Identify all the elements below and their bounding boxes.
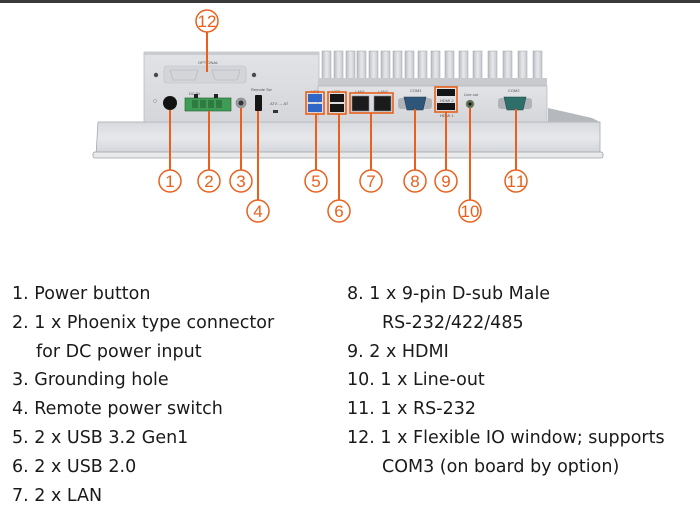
callout-circle-1 (158, 169, 182, 193)
top-border (0, 0, 700, 3)
callout-circle-7 (359, 169, 383, 193)
atx-at-label: ATX ↔ AT (270, 101, 289, 106)
callout-circle-5 (304, 169, 328, 193)
legend-item-text: 1 x Line-out (380, 370, 485, 391)
legend-item-number: 12. (347, 427, 381, 448)
legend-item: 1. Power button (12, 280, 274, 309)
callout-number-8: 8 (410, 172, 419, 191)
legend-item: 2. 1 x Phoenix type connector (12, 309, 274, 338)
panel-bezel (92, 108, 604, 159)
legend-item-text: 2 x USB 2.0 (34, 456, 137, 477)
legend-item-number: 9. (347, 341, 370, 362)
legend-item-text: Grounding hole (34, 370, 169, 391)
grounding-hole (235, 97, 247, 109)
callout-number-11: 11 (507, 172, 526, 191)
optional-label: OPTIONAL (198, 60, 219, 65)
legend-item-text: 1 x Flexible IO window; supports (380, 427, 665, 448)
legend-item: 4. Remote power switch (12, 395, 274, 424)
legend-item: 10. 1 x Line-out (347, 366, 665, 395)
callout-number-4: 4 (253, 202, 262, 221)
legend-item-number: 6. (12, 456, 35, 477)
callout-circle-3 (229, 169, 253, 193)
rear-io-diagram: OPTIONAL DC IN Remote Sw ATX ↔ AT USB (92, 9, 604, 223)
callout-circle-9 (434, 169, 458, 193)
legend-item-number: 7. (12, 485, 35, 506)
dc-in-label: DC IN (189, 91, 200, 96)
com2-label: COM2 (508, 88, 520, 93)
legend-item: 5. 2 x USB 3.2 Gen1 (12, 424, 274, 453)
callout-circle-6 (327, 199, 351, 223)
legend-item: 3. Grounding hole (12, 366, 274, 395)
com1-label: COM1 (410, 88, 422, 93)
legend-item-number: 8. (347, 284, 370, 304)
legend-item-number: 10. (347, 370, 381, 391)
legend-item-number: 3. (12, 370, 35, 391)
callout-circle-10 (458, 199, 482, 223)
left-io-enclosure (143, 51, 320, 123)
callout-number-6: 6 (334, 202, 343, 221)
callout-number-5: 5 (311, 172, 320, 191)
phoenix-dc-connector: DC IN (184, 91, 232, 112)
callout-circle-12 (195, 9, 219, 33)
legend-item: 12. 1 x Flexible IO window; supports (347, 424, 665, 453)
legend-item-text: Remote power switch (34, 399, 223, 420)
legend-item: 6. 2 x USB 2.0 (12, 453, 274, 482)
callout-number-2: 2 (204, 172, 213, 191)
callout-number-1: 1 (165, 172, 174, 191)
callout-number-3: 3 (236, 172, 245, 191)
line-out-label: Line out (464, 92, 479, 97)
legend-item: 9. 2 x HDMI (347, 338, 665, 367)
usb2-ports: USB (327, 89, 347, 115)
legend-item-text: Power button (34, 284, 151, 304)
callout-number-12: 12 (198, 12, 217, 31)
com2-dsub: COM2 (498, 88, 532, 111)
callout-circle-2 (197, 169, 221, 193)
legend-item-text: 1 x RS-232 (380, 399, 477, 420)
legend-item-text: 2 x USB 3.2 Gen1 (34, 427, 189, 448)
legend-item-number: 5. (12, 427, 35, 448)
legend-item-text: 2 x LAN (34, 485, 103, 506)
heatsink-base (318, 78, 547, 87)
legend-item-number: 11. (347, 399, 381, 420)
power-button (153, 96, 177, 110)
flexible-io-window: OPTIONAL (153, 60, 257, 84)
remote-sw-label: Remote Sw (251, 87, 272, 92)
usb3-ports: USB (305, 89, 325, 115)
legend-item-continuation: COM3 (on board by option) (382, 456, 620, 477)
legend-item-number: 4. (12, 399, 35, 420)
legend-item-text: 2 x HDMI (369, 341, 449, 362)
line-out-jack: Line out (464, 92, 479, 109)
legend-item: 8. 1 x 9-pin D-sub Male (347, 280, 665, 309)
legend-item-number: 1. (12, 284, 35, 304)
legend-item-continuation: RS-232/422/485 (382, 312, 524, 333)
callout-circle-8 (403, 169, 427, 193)
remote-power-switch: Remote Sw ATX ↔ AT (251, 87, 289, 113)
hdmi2-label: HDMI 2 (440, 98, 454, 103)
callout-number-10: 10 (461, 202, 480, 221)
hdmi1-label: HDMI 1 (440, 113, 454, 118)
legend-item-text: 1 x Phoenix type connector (34, 312, 275, 333)
legend-item-continuation: for DC power input (36, 341, 202, 362)
lan-ports: LAN1 LAN2 (349, 89, 394, 114)
lan1-label: LAN1 (355, 89, 366, 94)
callout-circle-11 (504, 169, 528, 193)
lan2-label: LAN2 (378, 89, 389, 94)
callout-number-7: 7 (366, 172, 375, 191)
callout-number-9: 9 (441, 172, 450, 191)
legend-item: 7. 2 x LAN (12, 482, 274, 511)
legend-item: 11. 1 x RS-232 (347, 395, 665, 424)
callout-circle-4 (246, 199, 270, 223)
legend-item-text: 1 x 9-pin D-sub Male (369, 284, 551, 304)
heatsink-fins (318, 50, 547, 88)
com1-dsub: COM1 (398, 88, 432, 111)
legend-item-number: 2. (12, 312, 35, 333)
